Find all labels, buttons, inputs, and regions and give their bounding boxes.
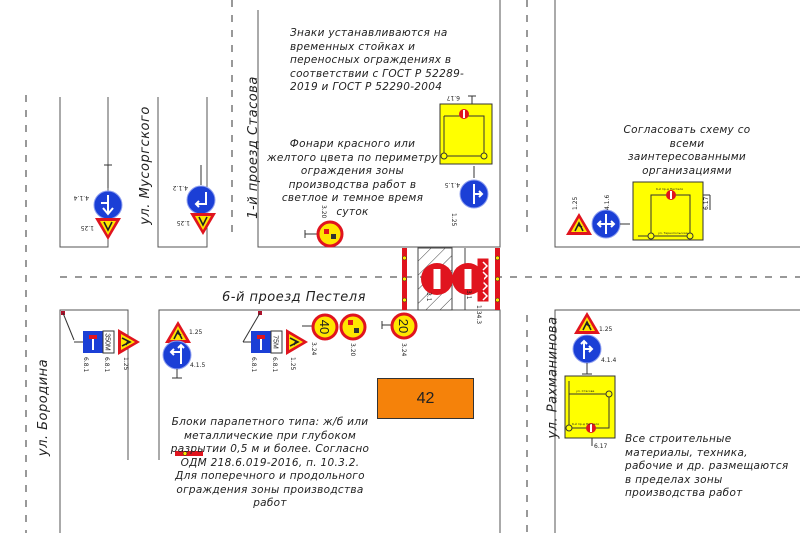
sign-code: 1.25	[122, 357, 129, 371]
detour-scheme-sign	[439, 95, 493, 165]
road-works-sign-icon	[117, 328, 141, 356]
sign-code: 4.1.2	[173, 184, 188, 191]
direction-sign-4-1-5-icon	[162, 340, 192, 370]
detour-scheme-sign	[564, 375, 616, 446]
sign-code: 1.34.3	[475, 305, 482, 324]
note-lights: Фонари красного или желтого цвета по пер…	[267, 138, 438, 218]
street-label-pestelya: 6-й проезд Пестеля	[222, 290, 366, 305]
sign-code: 3.20	[349, 343, 356, 357]
scheme-label: ул. Тернопольская	[658, 231, 688, 235]
sign-code: 1.25	[599, 326, 613, 333]
sign-code: 6.17	[703, 196, 710, 210]
speed-40-label: 40	[317, 320, 332, 334]
street-label-borodina: ул. Бородина	[36, 358, 52, 457]
sign-code: 3.1	[465, 290, 472, 300]
sign-code: 1.25	[572, 196, 579, 210]
sign-code: 4.1.4	[601, 357, 616, 364]
sign-code: 1.25	[176, 219, 190, 226]
sign-code: 4.1.6	[604, 195, 611, 210]
sign-code: 1.25	[450, 213, 457, 227]
sign-code: 6.17	[446, 94, 460, 101]
sign-code: 4.1.5	[190, 362, 205, 369]
sign-code: 1.25	[289, 357, 296, 371]
sign-code: 6.8.1	[82, 357, 89, 372]
scheme-label: 6-й пр-д Пестеля	[572, 422, 599, 426]
sign-code: 6.8.1	[103, 357, 110, 372]
road-works-sign-icon	[565, 212, 593, 236]
no-overtaking-sign-icon	[316, 220, 344, 248]
centerlines	[25, 0, 800, 533]
scheme-label: ул. Стасова	[576, 389, 595, 393]
building-42: 42	[377, 378, 474, 419]
road-works-sign-icon	[285, 328, 309, 356]
sign-code: 3.1	[425, 292, 432, 302]
sign-code: 4.1.5	[445, 181, 460, 188]
road-edges	[59, 0, 800, 533]
street-label-stasova: 1-й проезд Стасова	[245, 76, 261, 219]
sign-code: 3.20	[320, 205, 327, 219]
no-overtaking-sign-icon	[339, 313, 367, 341]
road-works-sign-icon	[164, 320, 192, 344]
sign-code: 3.24	[310, 342, 317, 356]
no-entry-sign-icon	[421, 263, 453, 295]
road-works-sign-icon	[189, 212, 217, 236]
sign-code: 4.1.4	[74, 194, 89, 201]
sign-code: 6.8.1	[271, 357, 278, 372]
speed-limit-20-sign-icon	[390, 312, 418, 340]
sign-code: 1.25	[80, 224, 94, 231]
road-works-sign-icon	[573, 311, 601, 335]
note-agree: Согласовать схему со всеми заинтересован…	[623, 124, 751, 177]
distance-350-label: 350M	[104, 333, 111, 351]
barrier-legend-icon	[175, 451, 203, 456]
sign-code: 6.8.1	[250, 357, 257, 372]
direction-sign-4-1-2-icon	[186, 185, 216, 215]
note-materials: Все строительные материалы, техника, раб…	[625, 433, 789, 499]
sign-code: 6.17	[594, 443, 608, 450]
speed-20-label: 20	[396, 319, 411, 333]
distance-75-label: 75M	[272, 335, 279, 349]
note-signs-mounting: Знаки устанавливаются на временных стойк…	[290, 27, 465, 93]
sign-code: 1.25	[189, 329, 203, 336]
speed-limit-40-sign-icon	[311, 313, 339, 341]
street-label-musorgskogo: ул. Мусоргского	[137, 106, 153, 225]
street-label-rakhmaninova: ул. Рахманинова	[545, 316, 561, 439]
detour-scheme-sign	[632, 181, 711, 241]
note-blocks: Блоки парапетного типа: ж/б или металлич…	[170, 416, 370, 509]
sign-code: 3.24	[400, 343, 407, 357]
scheme-label: 6-й пр-д Пестеля	[656, 187, 683, 191]
road-works-sign-icon	[94, 217, 122, 241]
